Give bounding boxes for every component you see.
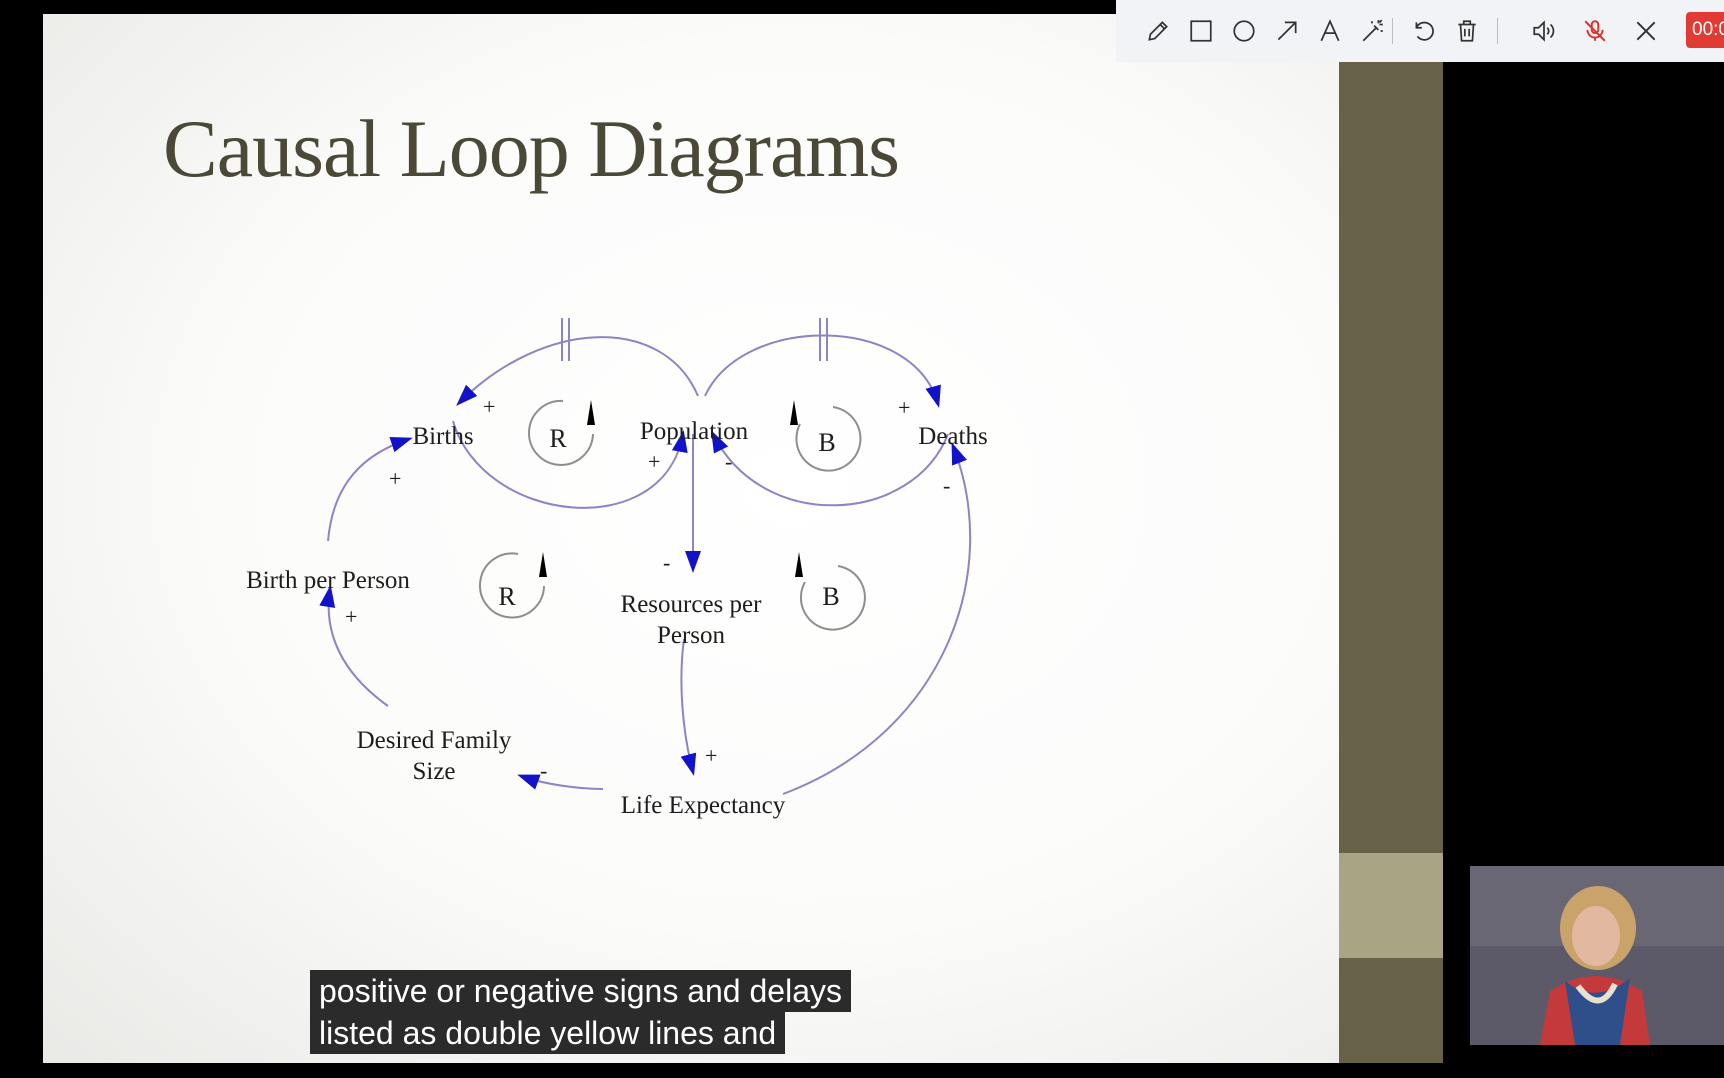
node-resources-per-person: Resources per <box>621 591 763 618</box>
loop-label-b-top: B <box>818 428 835 457</box>
link-population-deaths <box>704 334 941 408</box>
link-population-births <box>456 336 699 406</box>
causal-loop-diagram: R B R B Births Population Deaths Birth p… <box>246 318 988 819</box>
trash-icon[interactable] <box>1450 14 1484 48</box>
polarity-sign: - <box>725 449 732 474</box>
slide-title: Causal Loop Diagrams <box>163 103 900 194</box>
polarity-sign: + <box>389 466 401 491</box>
node-deaths: Deaths <box>918 423 987 450</box>
close-icon[interactable] <box>1629 14 1663 48</box>
node-life-expectancy: Life Expectancy <box>621 792 786 819</box>
node-birth-per-person: Birth per Person <box>246 567 410 594</box>
link-births-population <box>452 420 688 509</box>
polarity-sign: + <box>705 743 717 768</box>
annotation-toolbar <box>1116 0 1724 62</box>
link-deaths-population <box>711 430 949 507</box>
presenter-video <box>1470 866 1724 1045</box>
recording-timer[interactable]: 00:0 <box>1686 12 1724 48</box>
magic-wand-icon[interactable] <box>1356 14 1390 48</box>
subtitle-line-1: positive or negative signs and delays <box>310 970 851 1012</box>
loop-circle-births-population <box>528 399 594 466</box>
loop-circle-resources-deaths <box>800 565 866 631</box>
speaker-icon[interactable] <box>1527 14 1561 48</box>
loop-label-r-top: R <box>549 424 567 453</box>
polarity-sign: + <box>648 449 660 474</box>
polarity-sign: - <box>943 473 950 498</box>
loop-label-b-bottom: B <box>822 582 839 611</box>
pencil-icon[interactable] <box>1141 14 1175 48</box>
presentation-slide: Causal Loop Diagrams <box>43 14 1339 1063</box>
link-desiredfamily-birthperperson <box>319 585 389 707</box>
loop-circle-population-deaths <box>795 406 862 472</box>
polarity-sign: - <box>663 550 670 575</box>
circle-icon[interactable] <box>1227 14 1261 48</box>
subtitle-caption: positive or negative signs and delays li… <box>310 970 851 1054</box>
delay-marks <box>561 318 828 361</box>
link-lifeexpectancy-desiredfamily <box>517 774 604 790</box>
arrow-icon[interactable] <box>1270 14 1304 48</box>
loop-circle-birth-family <box>479 552 545 619</box>
node-population: Population <box>640 418 749 445</box>
polarity-sign: + <box>483 394 495 419</box>
link-lifeexpectancy-deaths <box>782 442 972 795</box>
link-resources-lifeexpectancy <box>680 638 697 776</box>
rectangle-icon[interactable] <box>1184 14 1218 48</box>
node-desired-family-size-2: Size <box>412 758 455 785</box>
slide-side-stripe-accent <box>1339 853 1443 958</box>
undo-icon[interactable] <box>1407 14 1441 48</box>
polarity-sign: - <box>540 758 547 783</box>
node-resources-per-person-2: Person <box>657 622 726 649</box>
node-desired-family-size: Desired Family <box>357 727 512 754</box>
subtitle-line-2: listed as double yellow lines and <box>310 1012 786 1054</box>
link-birthperperson-births <box>327 436 413 542</box>
polarity-sign: + <box>345 604 357 629</box>
text-icon[interactable] <box>1313 14 1347 48</box>
node-births: Births <box>412 423 473 450</box>
polarity-sign: + <box>898 395 910 420</box>
loop-label-r-bottom: R <box>498 582 516 611</box>
mic-muted-icon[interactable] <box>1578 14 1612 48</box>
